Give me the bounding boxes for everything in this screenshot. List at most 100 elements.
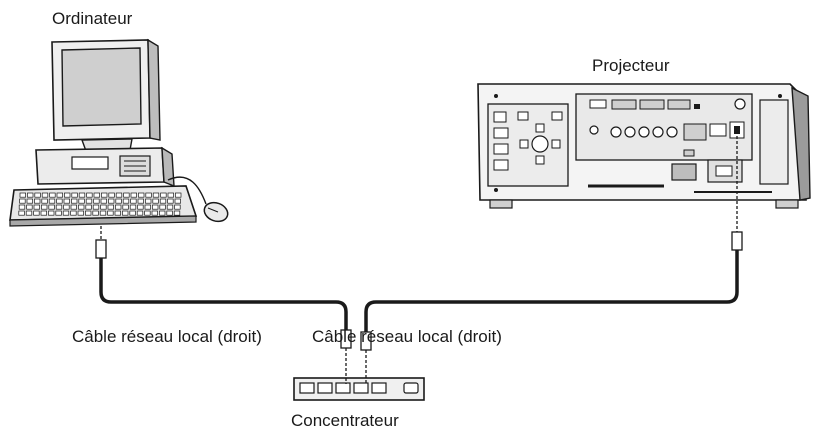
keyboard-key xyxy=(115,204,122,210)
keyboard-key xyxy=(33,210,40,216)
projector xyxy=(477,83,811,209)
keyboard-key xyxy=(41,204,48,210)
keyboard-key xyxy=(41,198,48,204)
keyboard-key xyxy=(100,198,107,204)
keyboard-key xyxy=(26,198,33,204)
keyboard-key xyxy=(174,198,181,204)
computer-mouse xyxy=(167,176,229,223)
keyboard-key xyxy=(85,210,92,216)
keyboard-key xyxy=(19,198,26,204)
keyboard-key xyxy=(115,192,123,198)
hub xyxy=(293,377,425,401)
keyboard-key xyxy=(136,210,144,216)
keyboard-key xyxy=(63,204,70,210)
cable-label-left: Câble réseau local (droit) xyxy=(72,327,262,346)
keyboard-key xyxy=(26,204,33,210)
keyboard-key xyxy=(85,198,93,204)
keyboard-key xyxy=(56,198,63,204)
computer-label: Ordinateur xyxy=(52,9,133,28)
computer-tower xyxy=(35,146,175,188)
keyboard-key xyxy=(70,204,77,210)
keyboard-key xyxy=(85,204,92,210)
keyboard-key xyxy=(18,210,25,216)
keyboard-key xyxy=(19,192,26,198)
keyboard-key xyxy=(56,192,63,198)
keyboard-key xyxy=(48,198,56,204)
keyboard-key xyxy=(78,198,85,204)
keyboard-key xyxy=(144,204,151,210)
keyboard-key xyxy=(167,198,174,204)
keyboard-key xyxy=(138,192,145,198)
keyboard-key xyxy=(166,210,173,216)
keyboard-key xyxy=(107,204,114,210)
keyboard-key xyxy=(92,210,99,216)
keyboard-key xyxy=(152,204,159,210)
keyboard-key xyxy=(101,192,108,198)
projector-power-section xyxy=(588,159,772,193)
keyboard-key xyxy=(78,192,86,198)
keyboard-key xyxy=(152,192,160,198)
keyboard-key xyxy=(33,204,40,210)
keyboard-key xyxy=(86,192,93,198)
keyboard-key xyxy=(159,204,166,210)
projector-label: Projecteur xyxy=(592,56,670,75)
keyboard-key xyxy=(144,210,151,216)
keyboard-key xyxy=(122,198,130,204)
keyboard-key xyxy=(137,198,144,204)
keyboard-key xyxy=(100,204,107,210)
keyboard-key xyxy=(107,210,114,216)
keyboard-key xyxy=(129,210,136,216)
keyboard-key xyxy=(77,210,84,216)
keyboard-key xyxy=(122,204,129,210)
keyboard-key xyxy=(130,198,137,204)
keyboard-key xyxy=(137,204,144,210)
keyboard-key xyxy=(25,210,33,216)
projector-vents xyxy=(759,99,789,185)
keyboard-key xyxy=(48,204,55,210)
keyboard-key xyxy=(55,210,62,216)
keyboard-key xyxy=(99,210,107,216)
keyboard-key xyxy=(70,210,77,216)
keyboard-key xyxy=(145,192,152,198)
keyboard-key xyxy=(175,192,182,198)
keyboard-keys xyxy=(18,192,182,216)
keyboard-key xyxy=(166,204,174,210)
keyboard-key xyxy=(151,210,158,216)
keyboard-key xyxy=(108,198,115,204)
keyboard-key xyxy=(114,210,121,216)
keyboard-key xyxy=(62,210,70,216)
keyboard-key xyxy=(93,192,100,198)
keyboard-key xyxy=(34,192,41,198)
projector-terminal-panel xyxy=(575,93,753,161)
keyboard-key xyxy=(41,192,49,198)
keyboard-key xyxy=(78,204,85,210)
cable-computer-to-hub xyxy=(95,226,352,384)
keyboard-key xyxy=(108,192,115,198)
keyboard-key xyxy=(173,210,181,216)
keyboard-key xyxy=(93,198,100,204)
projector-control-panel xyxy=(487,103,569,187)
keyboard-key xyxy=(63,198,70,204)
cable-label-right: Câble réseau local (droit) xyxy=(312,327,502,346)
keyboard-key xyxy=(40,210,47,216)
keyboard-key xyxy=(129,204,137,210)
keyboard-key xyxy=(34,198,41,204)
hub-label: Concentrateur xyxy=(291,411,399,430)
keyboard-key xyxy=(27,192,34,198)
keyboard-key xyxy=(159,198,167,204)
computer xyxy=(9,38,229,227)
cable-projector-to-hub xyxy=(360,136,743,384)
keyboard-key xyxy=(130,192,137,198)
keyboard-key xyxy=(167,192,174,198)
keyboard-key xyxy=(159,210,166,216)
keyboard-key xyxy=(71,192,78,198)
keyboard-key xyxy=(160,192,167,198)
keyboard-key xyxy=(55,204,63,210)
keyboard-key xyxy=(145,198,152,204)
keyboard-key xyxy=(174,204,181,210)
keyboard-key xyxy=(48,210,55,216)
computer-monitor xyxy=(51,38,161,152)
computer-keyboard xyxy=(9,185,198,227)
